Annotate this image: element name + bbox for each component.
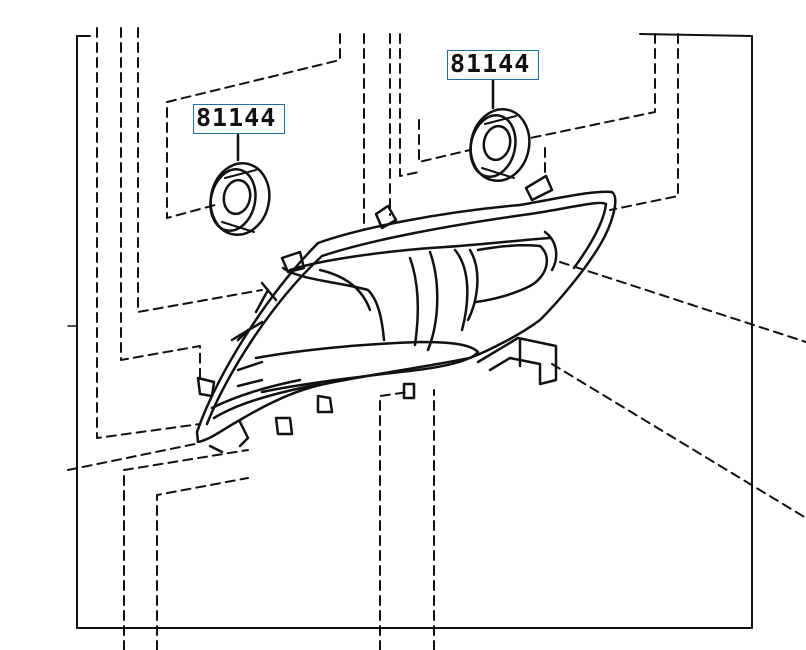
bulb-socket-right <box>469 78 531 182</box>
bulb-socket-left <box>209 133 271 236</box>
callout-part-number-left[interactable]: 81144 <box>193 104 285 134</box>
dashed-leader-lines <box>67 27 806 650</box>
diagram-frame <box>76 33 753 629</box>
headlamp-assembly <box>195 174 617 454</box>
callout-part-number-right[interactable]: 81144 <box>447 50 539 80</box>
